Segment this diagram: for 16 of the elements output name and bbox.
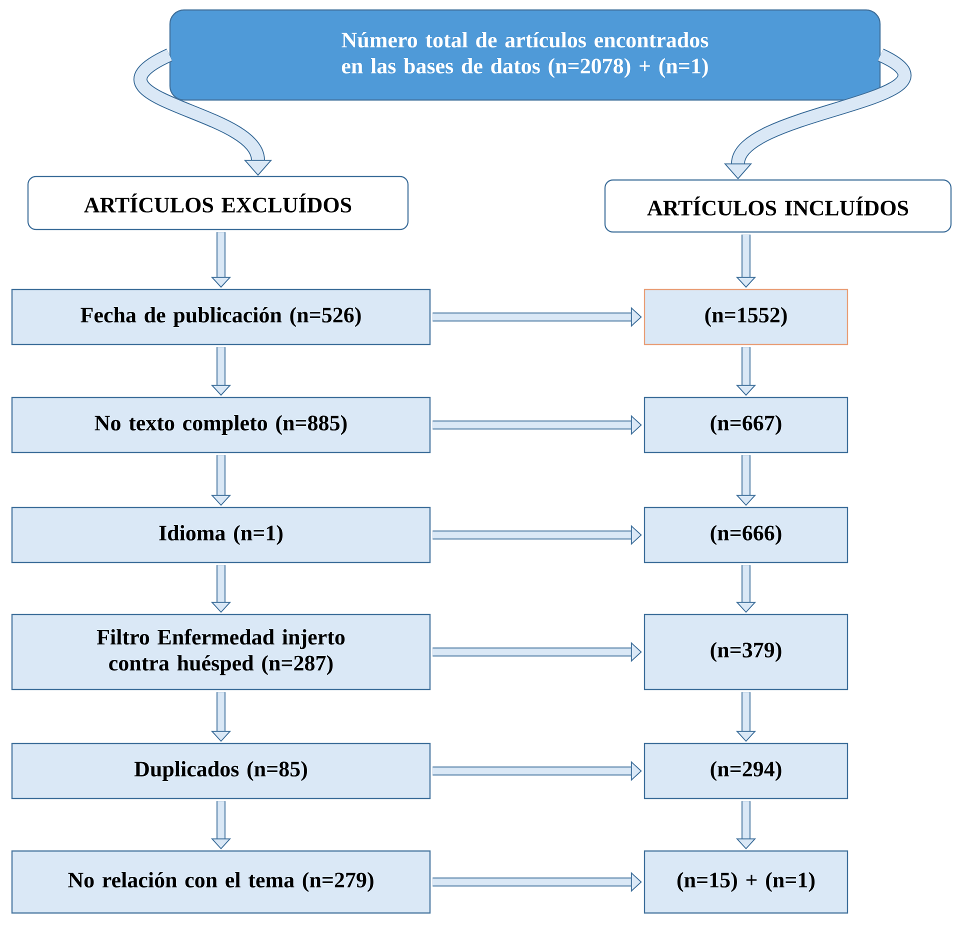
- excluded-box: Duplicados (n=85): [11, 742, 431, 800]
- summary-box: Número total de artículos encontrados en las bases de datos (n=2078) + (n=1): [169, 9, 881, 101]
- curved-arrow: [134, 48, 272, 176]
- excluded-box: Filtro Enfermedad injerto contra huésped (n=287): [11, 614, 431, 690]
- included-box: (n=667): [644, 396, 848, 454]
- excluded-box: Idioma (n=1): [11, 506, 431, 564]
- header-box: ARTÍCULOS EXCLUÍDOS: [27, 176, 409, 230]
- header-box: ARTÍCULOS INCLUÍDOS: [604, 179, 952, 233]
- excluded-box: Fecha de publicación (n=526): [11, 288, 431, 346]
- included-box: (n=294): [644, 742, 848, 800]
- included-box: (n=1552): [644, 288, 848, 346]
- included-box: (n=379): [644, 614, 848, 690]
- excluded-box: No relación con el tema (n=279): [11, 850, 431, 914]
- included-box: (n=666): [644, 506, 848, 564]
- excluded-box: No texto completo (n=885): [11, 396, 431, 454]
- included-box: (n=15) + (n=1): [644, 850, 848, 914]
